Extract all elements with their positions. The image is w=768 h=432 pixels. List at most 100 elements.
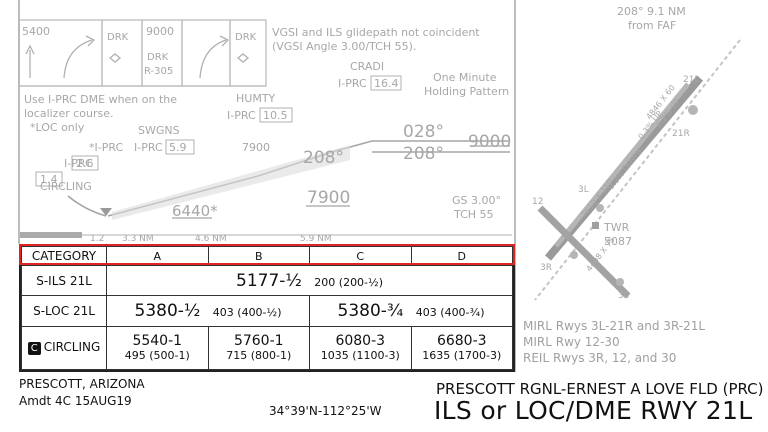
dist-4: 5.9 NM (300, 234, 332, 244)
gs-angle: GS 3.00° (452, 194, 501, 207)
rwy-3l-label: 3L (578, 185, 589, 195)
rwy-21l-label: 21L (683, 75, 699, 85)
alt-7900-top: 7900 (242, 141, 270, 154)
airport-name: PRESCOTT RGNL-ERNEST A LOVE FLD (PRC) (436, 380, 764, 398)
circling-d-hat: 1635 (1700-3) (422, 349, 502, 363)
dist-2: 3.3 NM (122, 234, 154, 244)
twr-elev: 5087 (604, 235, 632, 248)
fix-cradi-dme: 16.4 (374, 77, 399, 90)
circling-label: CIRCLING (43, 340, 101, 355)
course-in: 208° (403, 144, 444, 164)
fix-humty: HUMTY (236, 92, 276, 105)
sils-mda: 5177-½ (236, 270, 302, 291)
fix-swgns-dme: 5.9 (169, 141, 187, 154)
circling-c-mda: 6080-3 (335, 333, 386, 350)
circling-b-hat: 715 (800-1) (226, 349, 292, 363)
header-cat-b: B (207, 246, 310, 266)
circling-badge-icon: C (27, 342, 41, 356)
circling-cat-d: 6680-3 1635 (1700-3) (410, 325, 513, 371)
sils-row: S-ILS 21L 5177-½ 200 (200-½) (21, 264, 513, 297)
sloc-ab-mda: 5380-½ (134, 300, 201, 321)
circling-a-mda: 5540-1 (132, 333, 183, 350)
footer-location: PRESCOTT, ARIZONA Amdt 4C 15AUG19 (19, 376, 145, 410)
hold-alt: 9000 (468, 132, 511, 152)
procedure-title: ILS or LOC/DME RWY 21L (434, 396, 753, 425)
twr-label: TWR (603, 221, 630, 234)
sloc-cd-minima: 5380-¾ 403 (400-¾) (309, 295, 513, 327)
fix-iprc-dme: 1.4 (40, 173, 58, 186)
circling-b-mda: 5760-1 (233, 333, 284, 350)
circling-d-mda: 6680-3 (436, 333, 487, 350)
vgsi-note-1: VGSI and ILS glidepath not coincident (272, 26, 480, 39)
course-mid: 208° (303, 148, 344, 168)
sloc-cd-mda: 5380-¾ (337, 300, 404, 321)
dme-note-3: *LOC only (30, 121, 85, 134)
dist-1: 1.2 (90, 234, 104, 244)
sloc-label: S-LOC 21L (21, 295, 107, 327)
course-out: 028° (403, 122, 444, 142)
top-altitude-boxes (18, 19, 267, 87)
lighting-note-1: MIRL Rwys 3L-21R and 3R-21L (523, 319, 706, 333)
gs-tch: TCH 55 (453, 208, 494, 221)
rwy-12-label: 12 (532, 197, 543, 207)
sloc-ab-minima: 5380-½ 403 (400-½) (106, 295, 310, 327)
turn-arrows (25, 35, 250, 79)
fix-cradi-prefix: I-PRC (338, 77, 367, 90)
altitude-underlines (172, 145, 510, 219)
airport-diagram (534, 39, 741, 301)
lighting-note-3: REIL Rwys 3R, 12, and 30 (523, 351, 677, 365)
lighting-note-2: MIRL Rwy 12-30 (523, 335, 620, 349)
fix-humty-dme: 10.5 (263, 109, 288, 122)
rwy-30-label: 30 (618, 291, 630, 301)
fix-iprc-star-prefix: I-PRC (64, 157, 93, 170)
lighting-notes: MIRL Rwys 3L-21R and 3R-21L MIRL Rwy 12-… (523, 318, 705, 366)
dist-3: 4.6 NM (195, 234, 227, 244)
circling-cat-c: 6080-3 1035 (1100-3) (309, 325, 412, 371)
dme-note-1: Use I-PRC DME when on the (24, 93, 177, 106)
fix-iprc-star-dme: 2.6 (76, 157, 94, 170)
circling-icon-label: CIRCLING (40, 180, 92, 193)
fix-swgns: SWGNS (138, 124, 180, 137)
header-category: CATEGORY (21, 246, 107, 266)
circling-cat-b: 5760-1 715 (800-1) (207, 325, 310, 371)
sils-minima: 5177-½ 200 (200-½) (106, 264, 513, 297)
from-faf-2: from FAF (628, 19, 676, 32)
circling-a-hat: 495 (500-1) (124, 349, 190, 363)
vgsi-note-2: (VGSI Angle 3.00/TCH 55). (272, 40, 416, 53)
sloc-row: S-LOC 21L 5380-½ 403 (400-½) 5380-¾ 403 … (21, 295, 513, 327)
holding-2: Holding Pattern (424, 85, 509, 98)
coordinates: 34°39'N-112°25'W (269, 404, 382, 418)
alt-7900: 7900 (307, 188, 350, 208)
circling-cat-a: 5540-1 495 (500-1) (106, 325, 209, 371)
alt-6440: 6440* (172, 202, 218, 220)
drk-label-2: DRK (147, 52, 169, 63)
minimums-header-row: CATEGORY A B C D (21, 246, 513, 266)
fix-iprc-star: *I-PRC (89, 141, 123, 154)
header-cat-a: A (106, 246, 209, 266)
alt-9000-box: 9000 (146, 25, 174, 38)
header-cat-c: C (309, 246, 412, 266)
fix-swgns-prefix: I-PRC (134, 141, 163, 154)
from-faf-1: 208° 9.1 NM (617, 5, 686, 18)
alt-5400: 5400 (22, 25, 50, 38)
circling-c-hat: 1035 (1100-3) (320, 349, 400, 363)
minimums-table: CATEGORY A B C D S-ILS 21L 5177-½ 200 (2… (19, 244, 515, 372)
header-cat-d: D (410, 246, 513, 266)
rwy-3r-label: 3R (540, 263, 552, 273)
holding-1: One Minute (433, 71, 497, 84)
amendment: Amdt 4C 15AUG19 (19, 394, 132, 408)
rwy-21r-label: 21R (672, 129, 690, 139)
drk-label-1: DRK (107, 32, 129, 43)
drk-label-3: DRK (235, 32, 257, 43)
drk-radial: R-305 (144, 66, 173, 77)
dme-note-2: localizer course. (24, 107, 114, 120)
fix-humty-prefix: I-PRC (227, 109, 256, 122)
sloc-cd-hat: 403 (400-¾) (415, 305, 485, 319)
sloc-ab-hat: 403 (400-½) (212, 305, 282, 319)
fix-cradi: CRADI (350, 60, 384, 73)
sils-hat: 200 (200-½) (314, 275, 383, 289)
city-state: PRESCOTT, ARIZONA (19, 377, 145, 391)
